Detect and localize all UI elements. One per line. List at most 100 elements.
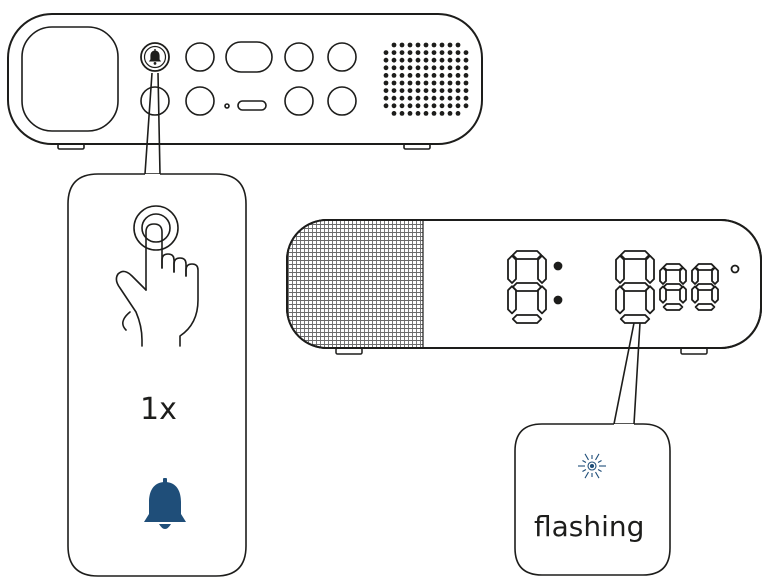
device-foot [335, 347, 363, 355]
colon-dot [553, 295, 563, 305]
speaker-hole [463, 57, 469, 63]
display-segment [537, 285, 547, 315]
hand-press-icon [115, 205, 199, 347]
speaker-hole [415, 103, 421, 109]
speaker-hole [407, 42, 413, 48]
speaker-hole [399, 42, 405, 48]
speaker-hole [439, 57, 445, 63]
speaker-hole [423, 65, 429, 71]
speaker-hole [407, 103, 413, 109]
instruction-card [67, 173, 247, 577]
speaker-hole [455, 103, 461, 109]
display-segment [511, 250, 543, 260]
speaker-hole [415, 73, 421, 78]
speaker-hole [447, 80, 453, 86]
speaker-hole [407, 65, 413, 71]
speaker-hole [439, 88, 445, 93]
speaker-hole [399, 103, 405, 109]
speaker-hole [463, 65, 469, 71]
speaker-hole [415, 57, 421, 63]
speaker-hole [447, 88, 453, 93]
speaker-hole [383, 95, 389, 101]
speaker-hole [431, 95, 437, 101]
speaker-hole [447, 50, 453, 55]
speaker-hole [431, 65, 437, 71]
top-button[interactable] [185, 86, 215, 116]
top-button[interactable] [185, 42, 215, 72]
speaker-hole [415, 80, 421, 86]
speaker-hole [455, 65, 461, 71]
speaker-hole [391, 42, 397, 48]
speaker-hole [391, 73, 397, 78]
display-segment [619, 314, 651, 324]
speaker-hole [415, 88, 421, 93]
speaker-hole [399, 95, 405, 101]
speaker-hole [447, 73, 453, 78]
display-segment [694, 303, 716, 311]
speaker-holes [383, 42, 469, 116]
flashing-status-label: flashing [534, 510, 645, 543]
speaker-hole [423, 42, 429, 48]
speaker-hole [383, 73, 389, 78]
device-foot [403, 143, 431, 150]
speaker-hole [383, 57, 389, 63]
speaker-hole [391, 57, 397, 63]
device-foot [57, 143, 85, 150]
flash-ray [584, 453, 589, 461]
top-button[interactable] [327, 42, 357, 72]
display-segment [659, 285, 667, 304]
display-segment [711, 266, 719, 285]
display-segment [662, 303, 684, 311]
display-segment [507, 254, 517, 284]
display-segment [507, 285, 517, 315]
speaker-hole [383, 103, 389, 109]
speaker-hole [399, 88, 405, 93]
speaker-hole [455, 50, 461, 55]
display-segment [615, 285, 625, 315]
display-segment [679, 285, 687, 304]
bell-icon [148, 49, 162, 65]
speaker-hole [391, 50, 397, 55]
speaker-hole [447, 65, 453, 71]
alarm-button[interactable] [140, 42, 170, 72]
display-segment [659, 266, 667, 285]
speaker-hole [399, 65, 405, 71]
speaker-hole [391, 111, 397, 116]
top-wide-button[interactable] [225, 41, 273, 73]
speaker-hole [447, 103, 453, 109]
top-button[interactable] [327, 86, 357, 116]
speaker-hole [399, 57, 405, 63]
speaker-hole [439, 111, 445, 116]
speaker-hole [391, 80, 397, 86]
speaker-hole [423, 57, 429, 63]
speaker-hole [399, 73, 405, 78]
speaker-hole [463, 95, 469, 101]
display-segment [645, 254, 655, 284]
speaker-hole [431, 73, 437, 78]
display-segment [615, 254, 625, 284]
speaker-hole [383, 80, 389, 86]
top-button[interactable] [284, 42, 314, 72]
speaker-hole [407, 95, 413, 101]
speaker-hole [399, 50, 405, 55]
speaker-hole [463, 50, 469, 55]
speaker-hole [431, 80, 437, 86]
speaker-hole [455, 57, 461, 63]
callout-pointer [144, 72, 161, 175]
display-segment [691, 266, 699, 285]
speaker-hole [415, 65, 421, 71]
degree-symbol [730, 264, 740, 274]
display-segment [645, 285, 655, 315]
flash-sun-icon [578, 453, 606, 479]
speaker-hole [439, 65, 445, 71]
speaker-hole [439, 50, 445, 55]
speaker-hole [415, 50, 421, 55]
top-pad [21, 26, 119, 132]
speaker-hole [391, 95, 397, 101]
flash-ray [584, 471, 589, 479]
top-button[interactable] [284, 86, 314, 116]
speaker-hole [407, 88, 413, 93]
speaker-hole [423, 103, 429, 109]
top-button[interactable] [140, 86, 170, 116]
